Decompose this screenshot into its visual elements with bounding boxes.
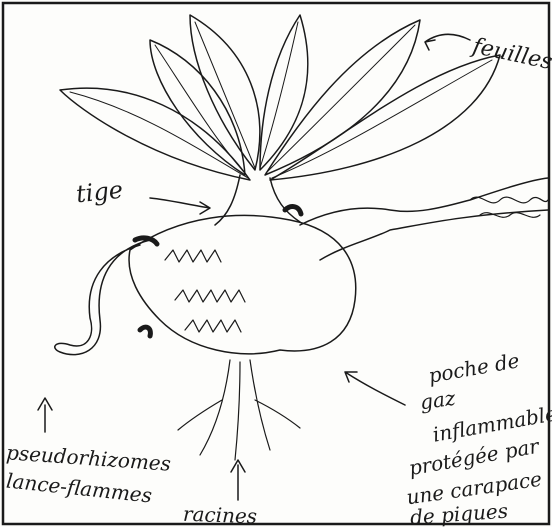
arrow-pseudorhizomes	[38, 398, 52, 432]
stem	[215, 175, 300, 225]
dark-blot	[140, 327, 150, 336]
tentacle-right-lower	[320, 210, 548, 260]
spikes	[165, 250, 245, 332]
arrow-racines	[231, 460, 245, 500]
label-poche-line: gaz	[419, 388, 457, 413]
body	[129, 215, 356, 353]
arrow-poche	[345, 372, 405, 405]
tentacle-left	[55, 240, 150, 355]
leaf	[190, 15, 260, 170]
leaf-vein	[70, 22, 492, 178]
flame-scribble	[470, 197, 548, 217]
tentacle-right	[300, 178, 548, 225]
dark-blot	[285, 207, 301, 214]
roots	[178, 360, 300, 460]
label-tige: tige	[75, 178, 124, 207]
arrow-feuilles	[425, 34, 470, 50]
arrow-tige	[150, 198, 210, 214]
label-poche-line: de piques	[409, 501, 508, 528]
label-racines: racines	[183, 504, 258, 527]
